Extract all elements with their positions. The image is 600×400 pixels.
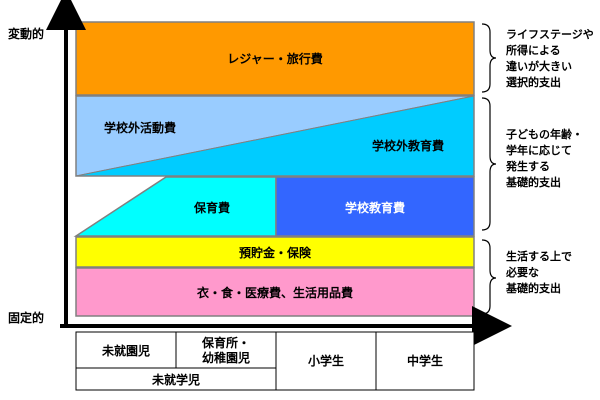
- svg-text:子どもの年齢・: 子どもの年齢・: [506, 127, 583, 141]
- axis-label-fixed: 固定的: [8, 310, 44, 325]
- region-living-label: 衣・食・医療費、生活用品費: [197, 285, 353, 300]
- brace-middle: [481, 97, 497, 231]
- svg-text:必要な: 必要な: [505, 265, 539, 279]
- note-top: ライフステージや 所得による 違いが大きい 選択的支出: [506, 28, 594, 89]
- brace-bottom: [481, 239, 497, 315]
- svg-text:ライフステージや: ライフステージや: [506, 28, 594, 41]
- region-school-education-label: 学校教育費: [345, 200, 405, 215]
- note-bottom: 生活する上で 必要な 基礎的支出: [505, 249, 572, 295]
- stage-junior-high: 中学生: [407, 353, 443, 368]
- svg-text:学年に応じて: 学年に応じて: [506, 143, 572, 157]
- svg-text:生活する上で: 生活する上で: [506, 249, 572, 263]
- svg-text:所得による: 所得による: [506, 43, 561, 57]
- note-middle: 子どもの年齢・ 学年に応じて 発生する 基礎的支出: [505, 127, 583, 189]
- svg-text:発生する: 発生する: [505, 159, 550, 173]
- axis-label-variable: 変動的: [8, 26, 44, 41]
- stage-preschool-group: 未就学児: [151, 372, 200, 387]
- svg-text:基礎的支出: 基礎的支出: [505, 281, 561, 295]
- region-school-outside-education-label: 学校外教育費: [372, 138, 444, 153]
- region-childcare: [73, 176, 277, 237]
- svg-text:選択的支出: 選択的支出: [506, 75, 561, 89]
- stage-nursery-line2: 幼稚園児: [202, 350, 250, 365]
- stage-table: 未就園児 保育所・ 幼稚園児 未就学児 小学生 中学生: [75, 331, 475, 391]
- region-savings-insurance-label: 預貯金・保険: [239, 245, 312, 260]
- region-school-education: [275, 176, 475, 237]
- stage-nursery-line1: 保育所・: [201, 335, 250, 350]
- region-childcare-label: 保育費: [193, 200, 230, 215]
- stage-elementary: 小学生: [308, 353, 344, 368]
- region-living: [75, 267, 475, 317]
- svg-text:基礎的支出: 基礎的支出: [505, 175, 561, 189]
- svg-text:違いが大きい: 違いが大きい: [506, 59, 572, 73]
- region-savings-insurance: [75, 236, 475, 268]
- region-leisure: [75, 21, 475, 96]
- region-school-outside-activity-label: 学校外活動費: [104, 120, 176, 135]
- stage-pre-enrollment: 未就園児: [101, 343, 150, 358]
- brace-top: [481, 23, 497, 93]
- region-leisure-label: レジャー・旅行費: [227, 51, 322, 66]
